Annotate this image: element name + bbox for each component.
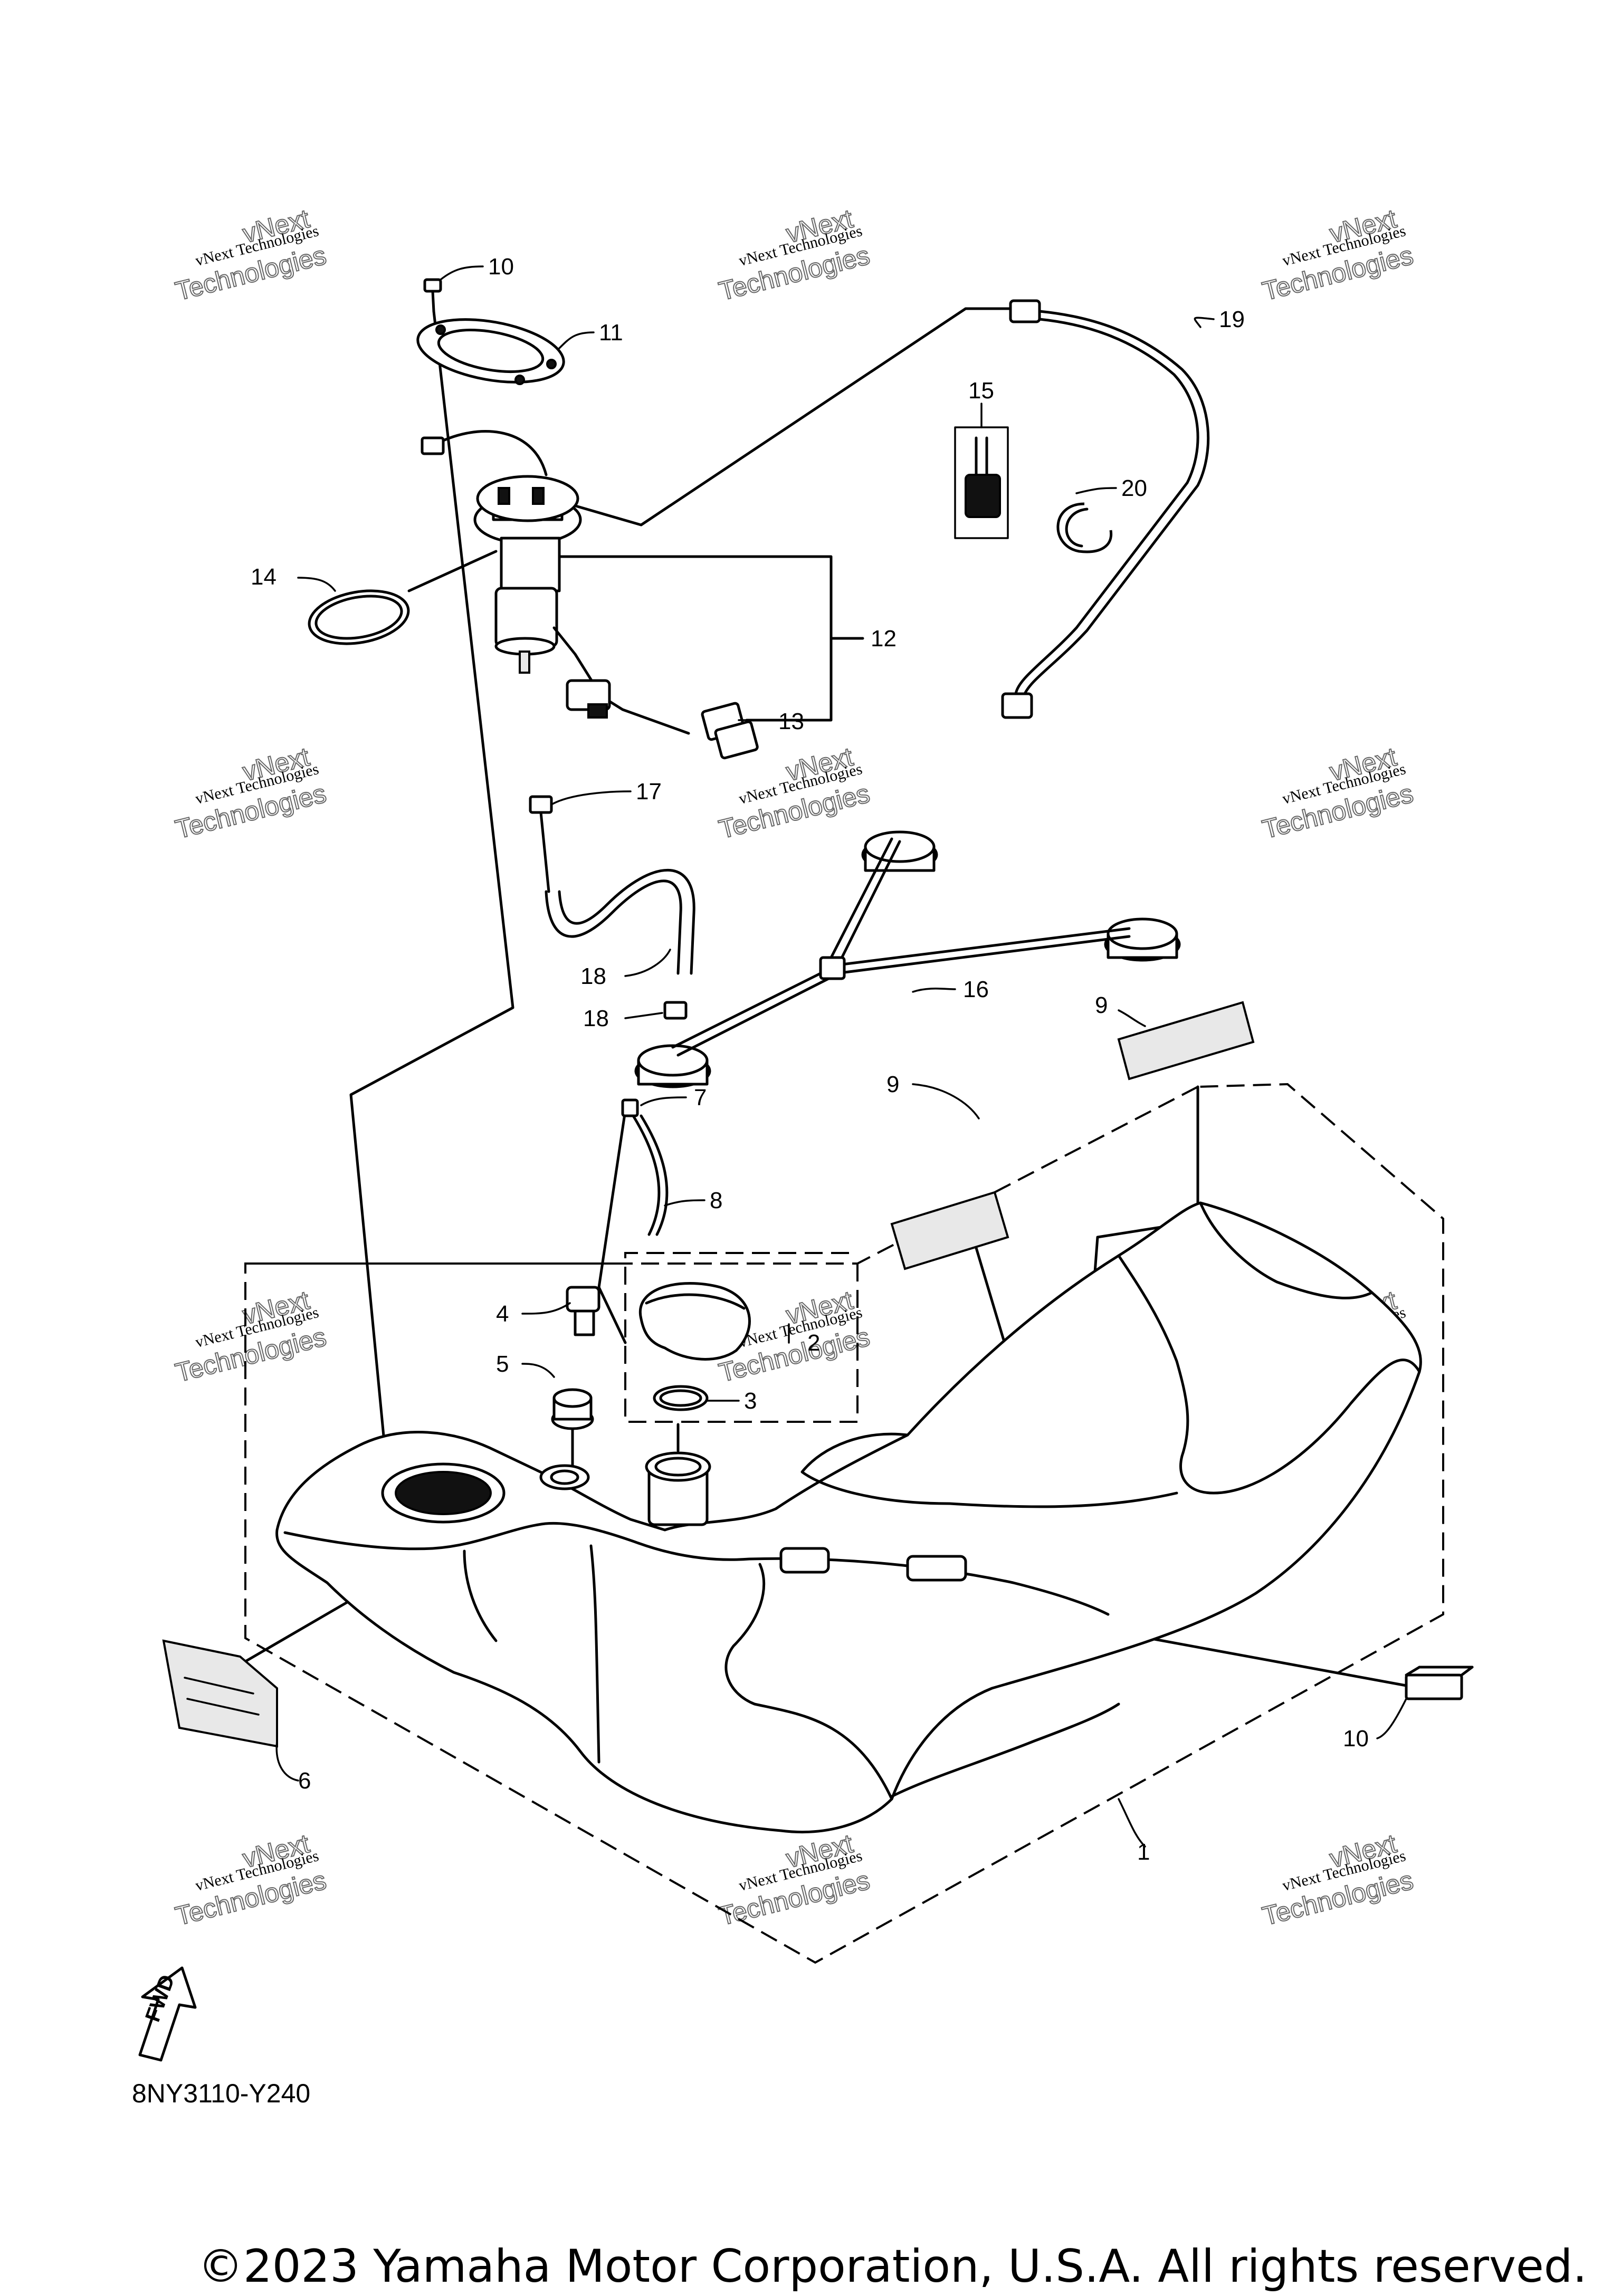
part-9-label-right bbox=[1117, 1001, 1255, 1080]
callout-13: 12 bbox=[871, 626, 897, 652]
leader-8 bbox=[664, 1199, 705, 1207]
callout-11: 10 bbox=[488, 254, 514, 280]
callout-10: 10 bbox=[1343, 1726, 1369, 1752]
leader-4 bbox=[521, 1302, 571, 1315]
callout-17: 16 bbox=[963, 977, 989, 1002]
callout-18-lower: 18 bbox=[583, 1006, 609, 1031]
leader-6 bbox=[275, 1740, 299, 1782]
part-5-grommet bbox=[551, 1388, 594, 1430]
leader-1 bbox=[1118, 1798, 1146, 1848]
part-6-label bbox=[162, 1639, 278, 1748]
leader-5 bbox=[521, 1363, 555, 1378]
leader-9a bbox=[912, 1083, 980, 1120]
leader-11 bbox=[440, 265, 484, 281]
leader-20 bbox=[1194, 317, 1215, 328]
part-20-fuel-hose bbox=[1001, 299, 1210, 719]
part-1-fuel-tank bbox=[275, 1201, 1422, 1833]
callout-18-upper: 17 bbox=[636, 779, 662, 805]
part-3-o-ring bbox=[653, 1385, 709, 1411]
callout-9-right: 9 bbox=[1095, 992, 1108, 1018]
callout-14: 13 bbox=[778, 709, 804, 734]
callout-labels: 10 11 12 13 14 15 16 17 18 18 19 20 7 8 … bbox=[251, 254, 1369, 1865]
part-15-gasket bbox=[308, 550, 498, 645]
callout-21: 20 bbox=[1121, 475, 1147, 501]
callout-15: 14 bbox=[251, 564, 276, 590]
part-13-fuel-pump bbox=[421, 430, 759, 760]
callout-6: 6 bbox=[298, 1768, 311, 1794]
leader-18b bbox=[624, 1012, 663, 1019]
leader-9b bbox=[1118, 1009, 1146, 1027]
part-17-vent-hose bbox=[634, 830, 1181, 1088]
part-10-pad bbox=[1405, 1666, 1474, 1700]
callout-2: 2 bbox=[807, 1330, 820, 1356]
leader-7 bbox=[640, 1096, 687, 1106]
ref-line-4 bbox=[597, 1286, 627, 1344]
part-12-retaining-plate bbox=[416, 318, 565, 385]
part-9-label-left bbox=[890, 1191, 1009, 1270]
diagram-code: 8NY3110-Y240 bbox=[132, 2079, 310, 2108]
ref-line-pump-to-20 bbox=[558, 307, 1012, 527]
leader-21 bbox=[1075, 487, 1117, 494]
part-18-19-breather-hose bbox=[529, 795, 695, 1020]
callout-8: 8 bbox=[710, 1188, 722, 1213]
tank-assembly-outline-left bbox=[244, 1083, 1444, 1964]
leader-17 bbox=[912, 988, 956, 993]
callout-20: 19 bbox=[1219, 307, 1245, 332]
ref-line-11-to-tank bbox=[349, 310, 514, 1481]
callout-12: 11 bbox=[599, 320, 623, 346]
ref-line-6 bbox=[239, 1597, 355, 1666]
tank-assembly-outline bbox=[245, 1262, 859, 1269]
callout-16: 15 bbox=[968, 378, 994, 404]
copyright-notice: ©2023 Yamaha Motor Corporation, U.S.A. A… bbox=[198, 2240, 1587, 2293]
callout-9-left: 9 bbox=[886, 1072, 899, 1097]
part-21-band bbox=[1056, 502, 1113, 553]
callout-3: 3 bbox=[744, 1388, 757, 1414]
callout-19: 18 bbox=[580, 963, 606, 989]
leader-18a bbox=[550, 790, 632, 806]
leader-19 bbox=[624, 949, 671, 977]
part-4-valve bbox=[566, 1286, 600, 1336]
part-7-8-drain-hose bbox=[621, 1098, 669, 1236]
cap-assembly-outline bbox=[624, 1252, 859, 1423]
part-16-clip bbox=[954, 426, 1009, 539]
leader-15 bbox=[297, 577, 336, 592]
callout-1: 1 bbox=[1137, 1839, 1150, 1865]
callout-leaders bbox=[275, 265, 1407, 1848]
leader-10 bbox=[1376, 1698, 1407, 1739]
part-11-bolt bbox=[423, 278, 442, 313]
callout-4: 4 bbox=[496, 1301, 509, 1327]
part-2-fuel-cap bbox=[638, 1282, 751, 1361]
fwd-arrow-icon: FWD bbox=[138, 1966, 197, 2062]
callout-5: 5 bbox=[496, 1351, 509, 1377]
leader-12 bbox=[558, 331, 595, 349]
callout-7: 7 bbox=[694, 1085, 707, 1111]
